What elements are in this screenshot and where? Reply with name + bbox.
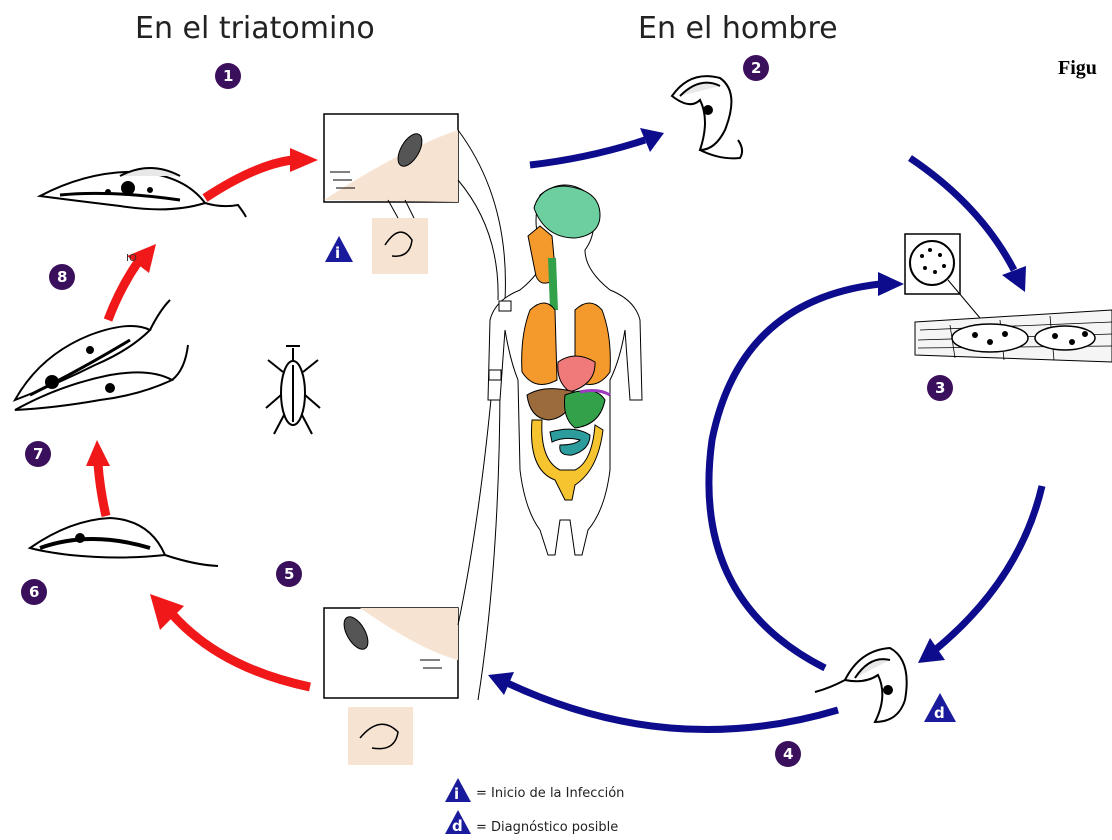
stage-8-small-label: IO	[126, 253, 137, 264]
svg-text:i: i	[454, 785, 459, 803]
arrow-1-to-bite	[205, 160, 292, 198]
arrow-bite-to-2	[530, 140, 645, 165]
legend-infection-text: = Inicio de la Infección	[476, 786, 624, 801]
arrow-4-to-3-head	[878, 272, 904, 296]
inset-connector-lines	[458, 130, 505, 700]
infection-marker: i	[325, 236, 353, 262]
triatomine-bug-icon	[266, 346, 320, 434]
stage-badge-6: 6	[21, 579, 47, 605]
svg-text:8: 8	[57, 268, 67, 286]
stage-badge-7: 7	[25, 441, 51, 467]
vector-header: En el triatomino	[135, 11, 375, 46]
diagnosis-marker: d	[924, 693, 956, 722]
stage-badge-2: 2	[743, 55, 769, 81]
arrow-6-to-7	[98, 464, 106, 516]
diagnosis-marker-letter: d	[934, 704, 945, 722]
arrow-6-to-7-head	[86, 440, 110, 466]
stage-6-parasite	[30, 518, 218, 566]
human-header: En el hombre	[638, 11, 838, 46]
arrow-8-to-1	[108, 262, 138, 320]
svg-text:7: 7	[33, 445, 43, 463]
arrow-3-to-4	[935, 486, 1042, 650]
legend-infection: i = Inicio de la Infección	[445, 778, 624, 803]
arrow-bite-to-6	[172, 614, 310, 687]
infection-marker-letter: i	[335, 244, 340, 262]
stage-badge-1: 1	[215, 63, 241, 89]
legend-diagnosis-text: = Diagnóstico posible	[476, 820, 618, 835]
arrow-4-to-3	[709, 284, 880, 668]
svg-text:d: d	[452, 817, 463, 835]
stage-2-parasite	[672, 76, 742, 158]
stage-8-parasites	[15, 300, 188, 410]
stage-3-tissue	[915, 310, 1112, 362]
svg-text:2: 2	[751, 59, 761, 77]
legend: i = Inicio de la Infección d = Diagnósti…	[445, 778, 624, 835]
stage-badge-5: 5	[276, 561, 302, 587]
legend-diagnosis: d = Diagnóstico posible	[445, 810, 618, 835]
svg-text:4: 4	[783, 745, 793, 763]
human-body-figure	[488, 185, 642, 555]
stage-badge-4: 4	[775, 741, 801, 767]
stage-badge-8: 8	[49, 264, 75, 290]
figure-label: Figu	[1058, 57, 1097, 79]
svg-text:6: 6	[29, 583, 39, 601]
bite-inset-bottom	[324, 608, 458, 765]
stage-3-inset	[905, 234, 980, 318]
svg-text:1: 1	[223, 67, 233, 85]
arrow-1-to-bite-head	[290, 148, 318, 172]
stage-badge-3: 3	[927, 375, 953, 401]
arrow-4-to-bite	[505, 682, 838, 730]
svg-text:3: 3	[935, 379, 945, 397]
svg-text:5: 5	[284, 565, 294, 583]
